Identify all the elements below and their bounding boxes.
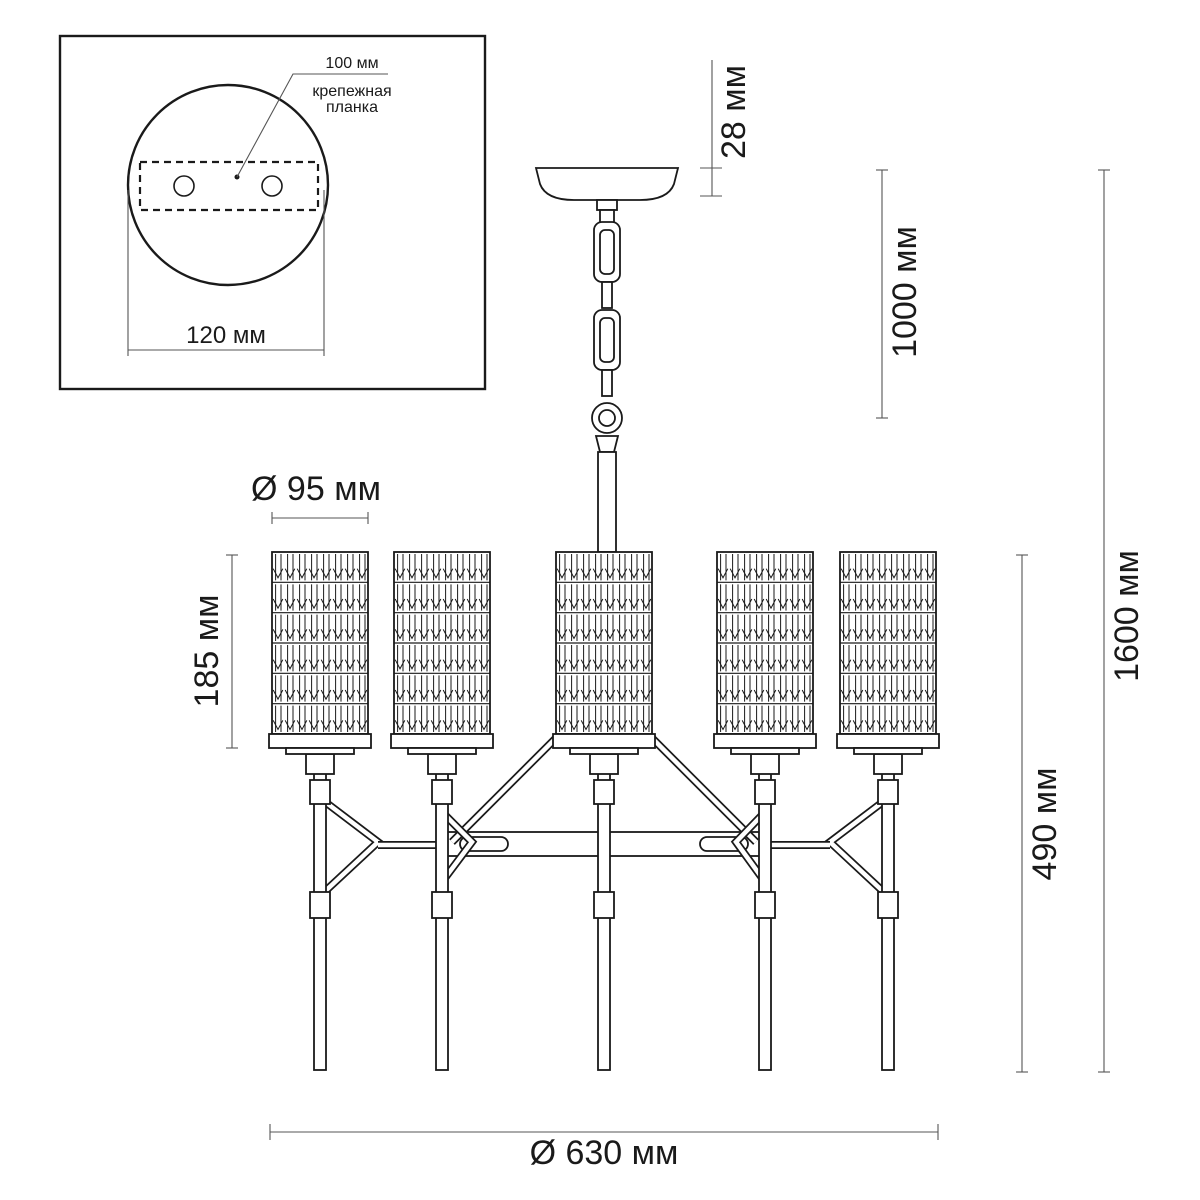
- plate-size-label: 100 мм: [325, 55, 378, 72]
- arm-joint-lower-4: [754, 891, 776, 919]
- crystal-shade-5: [836, 551, 940, 755]
- suspension-chain: [591, 209, 623, 553]
- crystal-shade-3: [552, 551, 656, 755]
- crystal-shade-4: [713, 551, 817, 755]
- body-height-label: 490 мм: [1026, 768, 1064, 881]
- arm-joint-upper-4: [754, 779, 776, 805]
- chain-link-2: [601, 281, 613, 309]
- bracket-label-line1: крепежная: [312, 83, 391, 100]
- arm-joint-upper-1: [309, 779, 331, 805]
- arm-collar-4: [750, 753, 780, 775]
- arm-joint-lower-1: [309, 891, 331, 919]
- screw-hole-right: [261, 175, 283, 197]
- arm-collar-1: [305, 753, 335, 775]
- arm-collar-2: [427, 753, 457, 775]
- arm-joint-upper-2: [431, 779, 453, 805]
- mounting-bracket-outline: [138, 160, 320, 212]
- crystal-shade-2: [390, 551, 494, 755]
- arm-joint-upper-5: [877, 779, 899, 805]
- central-rod: [597, 451, 617, 553]
- arm-joint-upper-3: [593, 779, 615, 805]
- left-y-brace: [317, 794, 385, 899]
- shade-base-ring-3: [552, 733, 656, 749]
- ceiling-canopy: [534, 167, 680, 211]
- arm-joint-lower-2: [431, 891, 453, 919]
- arm-joint-lower-5: [877, 891, 899, 919]
- crystal-shade-1: [268, 551, 372, 755]
- canopy-width-label: 120 мм: [186, 322, 266, 349]
- shade-height-label: 185 мм: [188, 595, 226, 708]
- dimension-lines: 28 мм 1000 мм 1600 мм 490 мм 185 мм Ø 95…: [188, 60, 1146, 1172]
- chain-hook: [594, 435, 620, 453]
- crystal-shades: [268, 551, 940, 755]
- canopy-nipple: [596, 199, 618, 211]
- shade-base-ring-1: [268, 733, 372, 749]
- shade-base-ring-4: [713, 733, 817, 749]
- canopy-plate-circle: [126, 83, 330, 287]
- total-height-label: 1600 мм: [1108, 550, 1146, 682]
- bracket-leader-line: [236, 73, 388, 178]
- mounting-inset: 100 мм крепежная планка 120 мм: [58, 34, 487, 391]
- right-y-brace: [823, 794, 891, 899]
- shade-diameter-label: Ø 95 мм: [251, 470, 381, 508]
- bracket-label-line2: планка: [326, 99, 378, 116]
- chandelier-frame: [305, 734, 903, 1071]
- screw-hole-left: [173, 175, 195, 197]
- canopy-height-label: 28 мм: [715, 65, 753, 159]
- shade-base-ring-2: [390, 733, 494, 749]
- shade-base-ring-5: [836, 733, 940, 749]
- arm-collar-3: [589, 753, 619, 775]
- arm-joint-lower-3: [593, 891, 615, 919]
- overall-diameter-label: Ø 630 мм: [530, 1134, 679, 1172]
- arm-collar-5: [873, 753, 903, 775]
- canopy-cup: [534, 167, 680, 201]
- chain-link-4: [601, 369, 613, 397]
- inset-frame: [58, 34, 487, 391]
- chain-length-label: 1000 мм: [886, 226, 924, 358]
